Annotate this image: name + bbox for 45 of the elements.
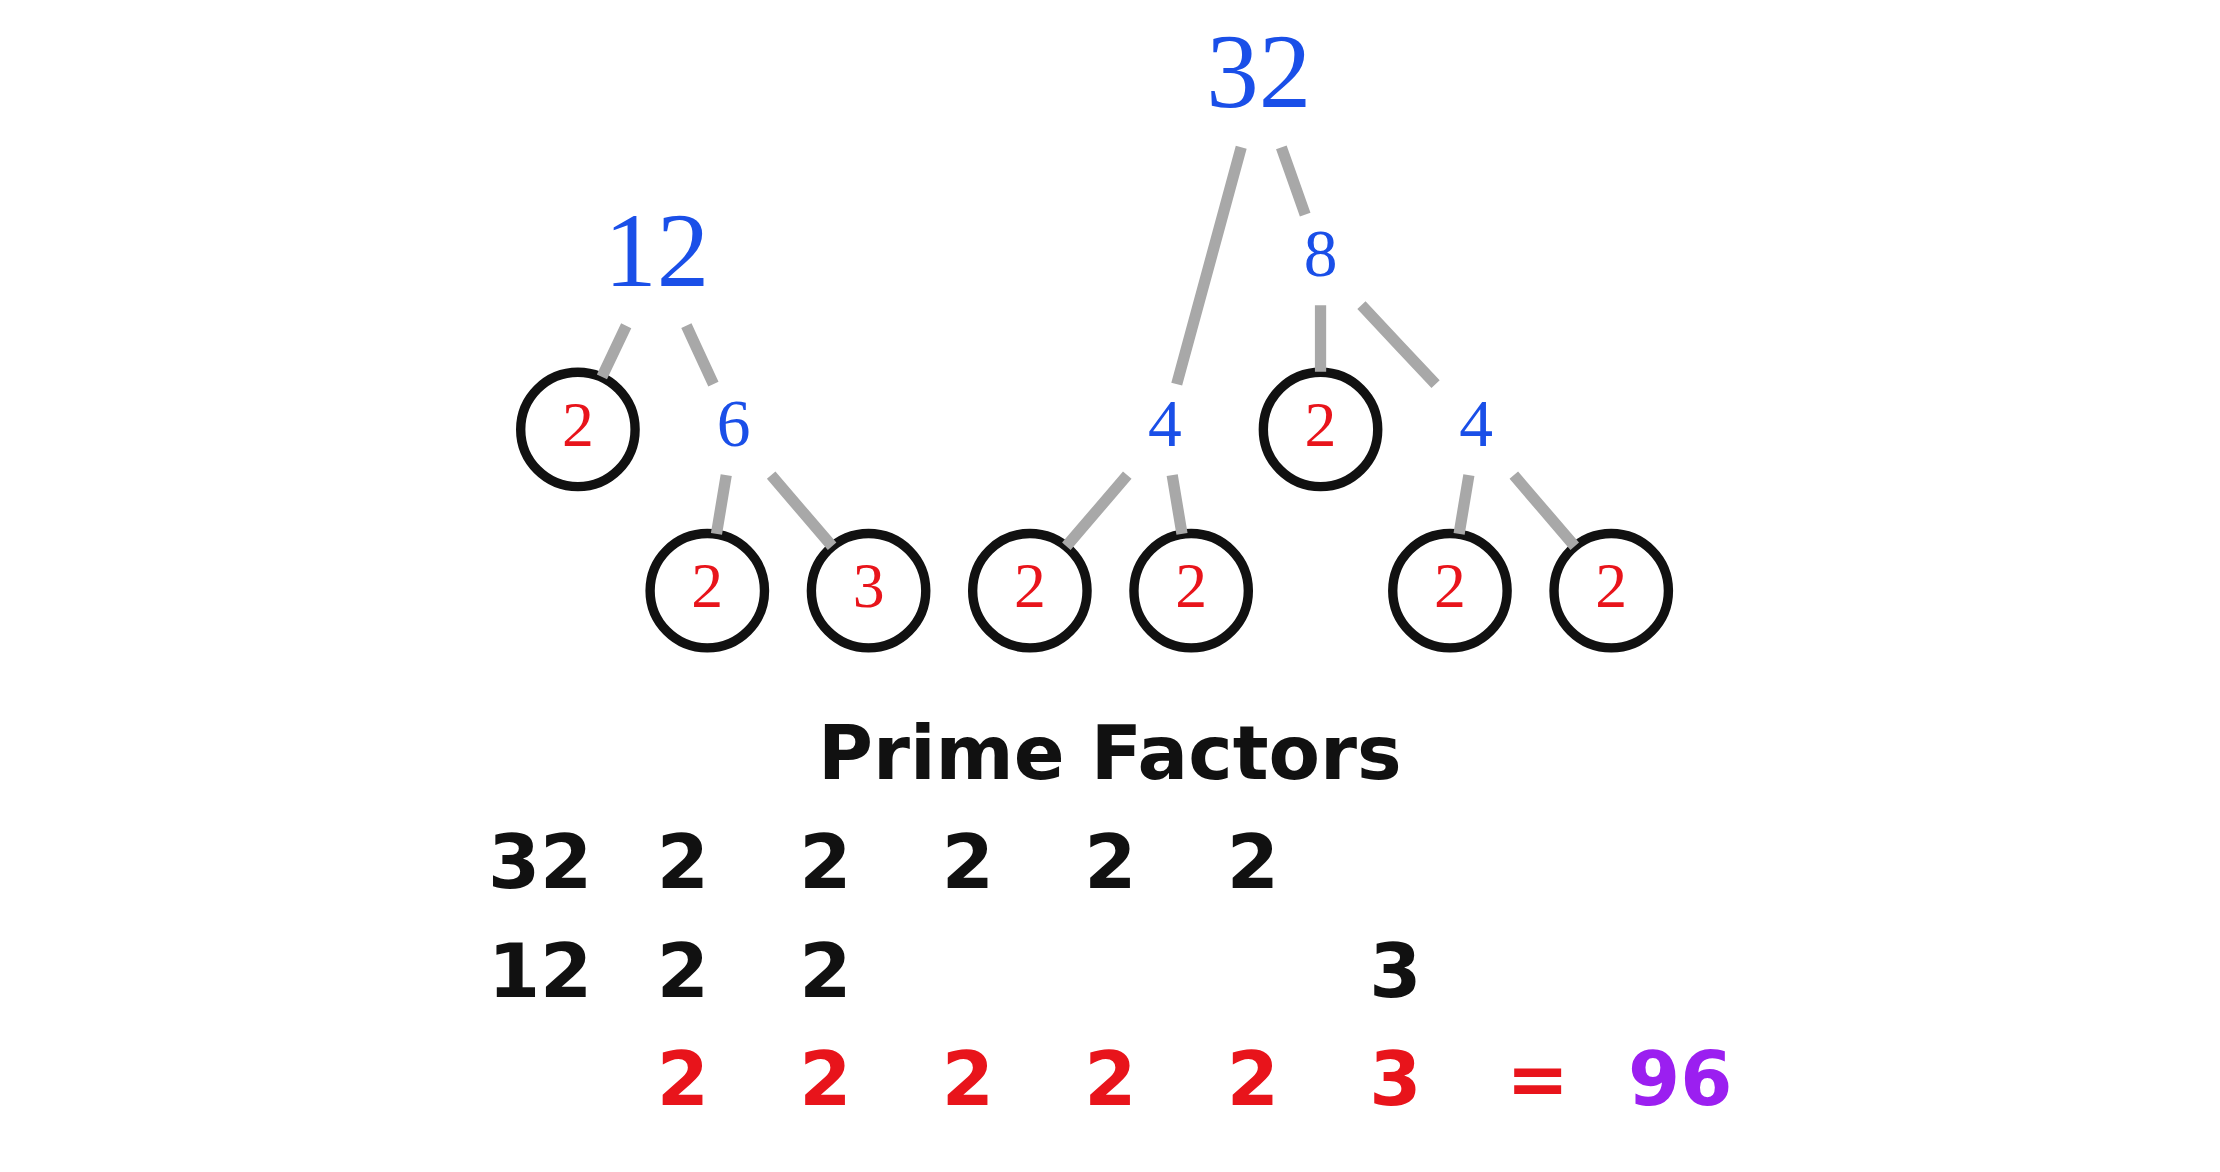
connector [1275,145,1310,217]
label: 2 [798,926,851,1015]
node-circle: 2 [1548,528,1673,653]
node-text: 12 [603,191,709,309]
connector [1509,471,1579,550]
node-text: 4 [1147,385,1182,461]
label: 2 [656,926,709,1015]
connector [710,474,732,535]
connector [596,323,631,380]
connector [1170,145,1247,386]
node-circle: 2 [967,528,1092,653]
node-text: 4 [1458,385,1493,461]
connector [766,471,836,550]
label: 2 [656,1035,709,1124]
node-circle: 2 [1128,528,1253,653]
label: 2 [941,1035,994,1124]
label: 2 [798,817,851,906]
label: 2 [1083,817,1136,906]
connector [1166,474,1188,535]
label: 2 [798,1035,851,1124]
label: 3 [1368,1035,1421,1124]
label: 2 [1226,1035,1279,1124]
node-text: 6 [716,385,750,461]
label: 96 [1627,1035,1732,1124]
node-circle: 2 [1258,367,1382,492]
node-circle: 2 [1387,528,1512,653]
label: 12 [487,926,592,1015]
label: 32 [487,817,592,906]
label: 3 [1368,926,1421,1015]
label: 2 [1083,1035,1136,1124]
node-circle: 2 [644,528,769,653]
node-text: 32 [1205,13,1311,131]
label: 2 [941,817,994,906]
connector [1314,305,1326,372]
connector [1061,471,1132,550]
label: 2 [656,817,709,906]
label: Prime Factors [817,709,1402,798]
node-circle: 3 [806,528,930,653]
label: = [1505,1035,1569,1124]
connector [1356,301,1440,389]
node-circle: 2 [515,367,640,492]
node-text: 8 [1303,216,1337,292]
label: 2 [1226,817,1279,906]
connector [1453,474,1474,535]
connector [680,323,718,387]
